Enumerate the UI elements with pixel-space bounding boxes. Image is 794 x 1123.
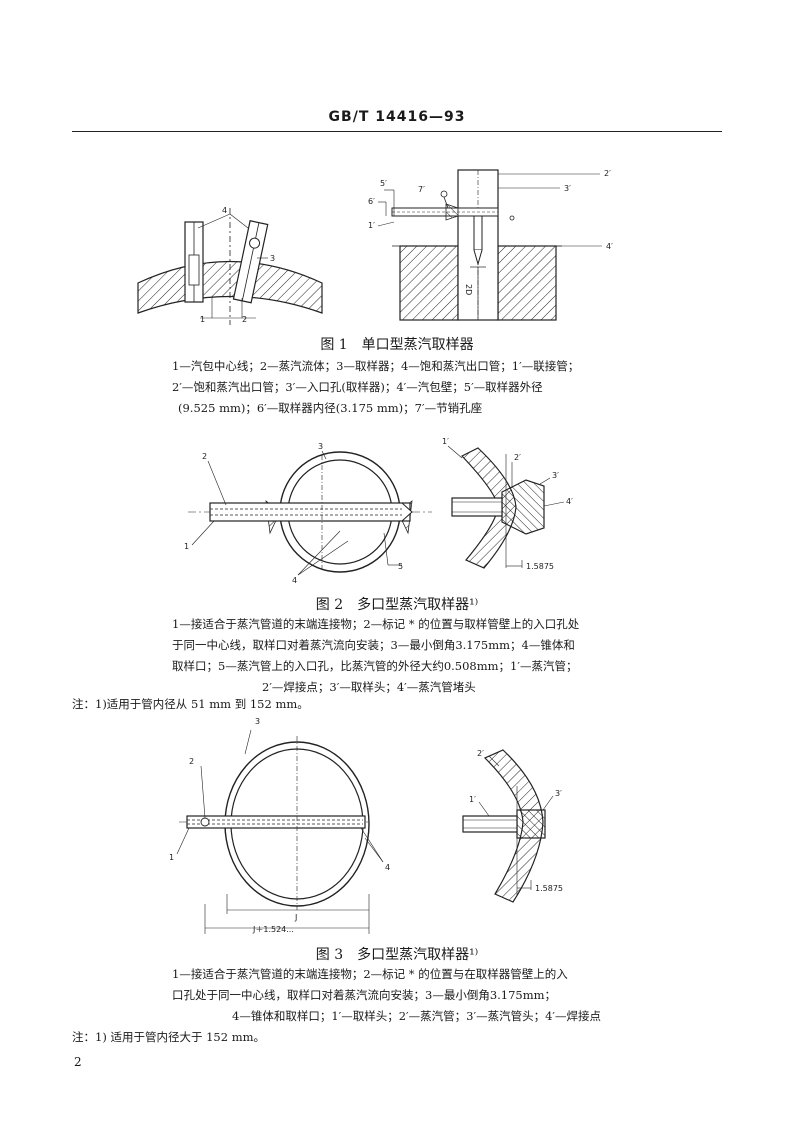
figure2-legend-line-3: 取样口；5—蒸汽管上的入口孔，比蒸汽管的外径大约0.508mm；1′—蒸汽管；: [172, 659, 578, 673]
fig1-left-label-2: 2: [242, 315, 247, 324]
figure1-legend-line-3: (9.525 mm)；6′—取样器内径(3.175 mm)；7′—节销孔座: [178, 401, 483, 415]
figure3-legend: 1—接适合于蒸汽管道的末端连接物；2—标记 * 的位置与在取样器管壁上的入 口孔…: [172, 964, 601, 1027]
fig3-left-label-2: 2: [189, 757, 194, 766]
fig2-left-label-1: 1: [184, 542, 189, 551]
figure1-legend: 1—汽包中心线；2—蒸汽流体；3—取样器；4—饱和蒸汽出口管；1′—联接管； 2…: [172, 356, 579, 419]
fig1-right-label-7p: 7′: [418, 185, 425, 194]
fig1-right-label-1p: 1′: [368, 221, 375, 230]
fig3-right-label-2p: 2′: [477, 749, 484, 758]
fig3-left-label-4: 4: [385, 863, 390, 872]
fig1-right-label-2p: 2′: [604, 169, 611, 178]
fig2-left-label-3: 3: [318, 442, 323, 451]
figure3-note: 注：1) 适用于管内径大于 152 mm。: [72, 1030, 266, 1044]
figure1-legend-line-2: 2′—饱和蒸汽出口管；3′—入口孔(取样器)；4′—汽包壁；5′—取样器外径: [172, 380, 543, 394]
figure3-legend-line-1: 1—接适合于蒸汽管道的末端连接物；2—标记 * 的位置与在取样器管壁上的入: [172, 967, 568, 981]
fig1-left-label-3: 3: [270, 254, 275, 263]
figure1-left-drawing: 4 3 1 2: [137, 206, 323, 325]
figure2-note: 注：1)适用于管内径从 51 mm 到 152 mm。: [72, 697, 309, 711]
fig3-dimension-j2: J＋1.524...: [252, 925, 294, 934]
fig1-right-label-4p: 4′: [606, 242, 613, 251]
figure2-legend-line-2: 于同一中心线，取样口对着蒸汽流向安装；3—最小倒角3.175mm；4—锥体和: [172, 638, 575, 652]
fig1-right-label-5p: 5′: [380, 179, 387, 188]
figure3-legend-line-3: 4—锥体和取样口；1′—取样头；2′—蒸汽管；3′—蒸汽管头；4′—焊接点: [232, 1009, 602, 1023]
figure3-right-drawing: 2′ 1′ 3′ 1.5875: [462, 749, 563, 903]
fig2-left-label-5: 5: [398, 562, 403, 571]
figure2-legend: 1—接适合于蒸汽管道的末端连接物；2—标记 * 的位置与取样管壁上的入口孔处 于…: [172, 614, 579, 698]
fig2-dimension: 1.5875: [526, 562, 554, 571]
standard-code-header: GB/T 14416—93: [328, 109, 466, 125]
fig2-right-label-2p: 2′: [514, 453, 521, 462]
figure1-caption: 图 1 单口型蒸汽取样器: [320, 337, 474, 353]
fig3-left-label-3: 3: [255, 717, 260, 726]
fig3-left-label-1: 1: [169, 853, 174, 862]
fig2-left-label-4: 4: [292, 576, 297, 585]
figure3-caption: 图 3 多口型蒸汽取样器¹⁾: [315, 947, 479, 963]
fig1-right-label-3p: 3′: [564, 184, 571, 193]
fig2-right-label-1p: 1′: [442, 437, 449, 446]
figure1-right-drawing: 2′ 3′ 4′ 5′ 6′ 7′ 1′ 2D: [368, 169, 613, 321]
figure2-left-drawing: 2 3 1 4 5: [184, 442, 432, 585]
fig3-dimension-j: J: [294, 913, 297, 922]
header-rule: [72, 131, 722, 132]
figure2-legend-line-4: 2′—焊接点；3′—取样头；4′—蒸汽管堵头: [262, 680, 476, 694]
figure2-caption: 图 2 多口型蒸汽取样器¹⁾: [315, 597, 479, 613]
fig2-right-label-4p: 4′: [566, 497, 573, 506]
fig3-dimension: 1.5875: [535, 884, 563, 893]
figure3-legend-line-2: 口孔处于同一中心线，取样口对着蒸汽流向安装；3—最小倒角3.175mm；: [172, 988, 557, 1002]
figure2-legend-line-1: 1—接适合于蒸汽管道的末端连接物；2—标记 * 的位置与取样管壁上的入口孔处: [172, 617, 580, 631]
fig1-right-label-6p: 6′: [368, 197, 375, 206]
fig1-left-label-4: 4: [222, 206, 227, 215]
fig3-right-label-1p: 1′: [469, 795, 476, 804]
figure3-left-drawing: 2 3 1 4 J J＋1.524...: [169, 717, 390, 934]
fig3-right-label-3p: 3′: [555, 789, 562, 798]
figure2-right-drawing: 1′ 2′ 3′ 4′ 1.5875: [442, 437, 573, 571]
fig1-left-label-1: 1: [200, 315, 205, 324]
fig2-left-label-2: 2: [202, 452, 207, 461]
fig1-dimension-2d: 2D: [464, 284, 473, 295]
fig2-right-label-3p: 3′: [552, 471, 559, 480]
figure1-legend-line-1: 1—汽包中心线；2—蒸汽流体；3—取样器；4—饱和蒸汽出口管；1′—联接管；: [172, 359, 580, 373]
page-number: 2: [74, 1055, 82, 1069]
